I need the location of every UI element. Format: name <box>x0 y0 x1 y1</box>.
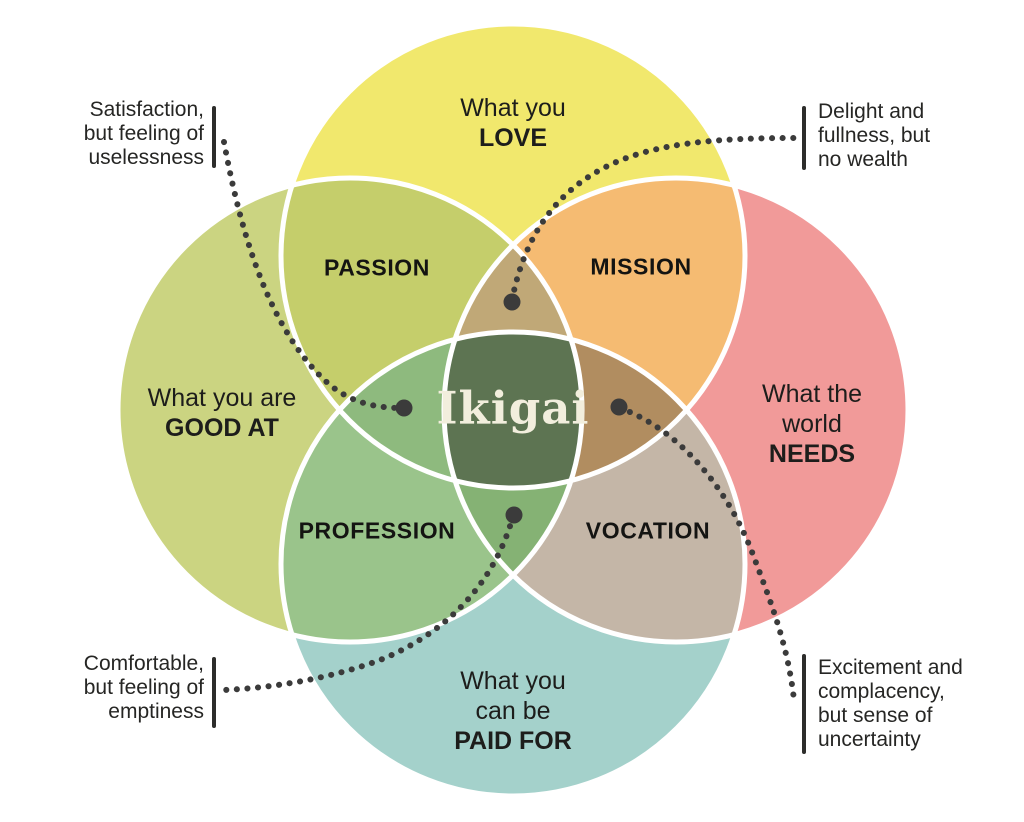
dotted-connector-bottom-right <box>617 405 797 703</box>
annotation-bottom-left-line2: but feeling of <box>83 676 204 699</box>
annotation-bottom-left: Comfortable, but feeling of emptiness <box>84 652 204 724</box>
circle-outlines <box>115 21 911 799</box>
end-dot-top-wedge <box>503 293 521 311</box>
good-at-label-line2: GOOD AT <box>165 414 279 442</box>
annotation-bottom-right-line3: but sense of <box>818 704 933 727</box>
annotation-top-right-bar <box>802 106 806 170</box>
paid-for-label-line3: PAID FOR <box>454 727 572 755</box>
goodat-needs-paidfor-region <box>444 332 582 642</box>
annotation-bottom-left-line1: Comfortable, <box>83 652 204 675</box>
love-needs-paidfor-region <box>444 332 745 488</box>
mission-label: MISSION <box>590 253 692 280</box>
needs-label: What the world NEEDS <box>762 379 862 469</box>
annotation-bottom-left-bar <box>212 657 216 728</box>
annotation-bottom-right-line4: uncertainty <box>818 728 921 751</box>
annotation-top-left-line3: uselessness <box>88 146 204 169</box>
annotation-bottom-right-bar <box>802 654 806 754</box>
love-label-line1: What you <box>460 94 566 122</box>
needs-label-line3: NEEDS <box>768 440 856 468</box>
needs-label-line2: world <box>782 410 842 438</box>
end-dot-right-wedge <box>610 398 628 416</box>
annotation-bottom-right-line2: complacency, <box>818 680 945 703</box>
annotation-top-left-line1: Satisfaction, <box>89 98 204 121</box>
annotation-top-right: Delight and fullness, but no wealth <box>818 100 930 172</box>
good-at-label: What you are GOOD AT <box>148 383 297 443</box>
connector-end-dots <box>395 293 628 524</box>
paid-for-label: What you can be PAID FOR <box>454 666 572 756</box>
annotation-top-right-line3: no wealth <box>818 148 908 171</box>
vocation-label: VOCATION <box>585 517 711 544</box>
end-dot-left-wedge <box>395 399 413 417</box>
dotted-connector-top-right <box>509 135 799 303</box>
annotation-bottom-left-line3: emptiness <box>108 700 204 723</box>
dotted-connector-bottom-left <box>221 513 516 693</box>
annotation-top-right-line2: fullness, but <box>818 124 931 147</box>
annotation-bottom-right: Excitement and complacency, but sense of… <box>818 656 963 752</box>
annotation-top-right-line1: Delight and <box>818 100 925 123</box>
paid-for-label-line1: What you <box>460 667 566 695</box>
paid-for-label-line2: can be <box>475 697 551 725</box>
end-dot-bottom-wedge <box>505 506 523 524</box>
love-label-line2: LOVE <box>478 124 548 152</box>
passion-label: PASSION <box>323 254 431 281</box>
annotation-bottom-right-line1: Excitement and <box>818 656 963 679</box>
profession-label: PROFESSION <box>298 517 456 544</box>
good-at-label-line1: What you are <box>147 384 297 412</box>
ikigai-label: Ikigai <box>436 381 590 435</box>
annotation-top-left-line2: but feeling of <box>83 122 204 145</box>
love-goodat-paidfor-region <box>281 332 582 488</box>
annotation-top-left: Satisfaction, but feeling of uselessness <box>84 98 204 170</box>
annotation-top-left-bar <box>212 106 216 168</box>
love-label: What you LOVE <box>460 93 566 153</box>
needs-label-line1: What the <box>761 380 863 408</box>
